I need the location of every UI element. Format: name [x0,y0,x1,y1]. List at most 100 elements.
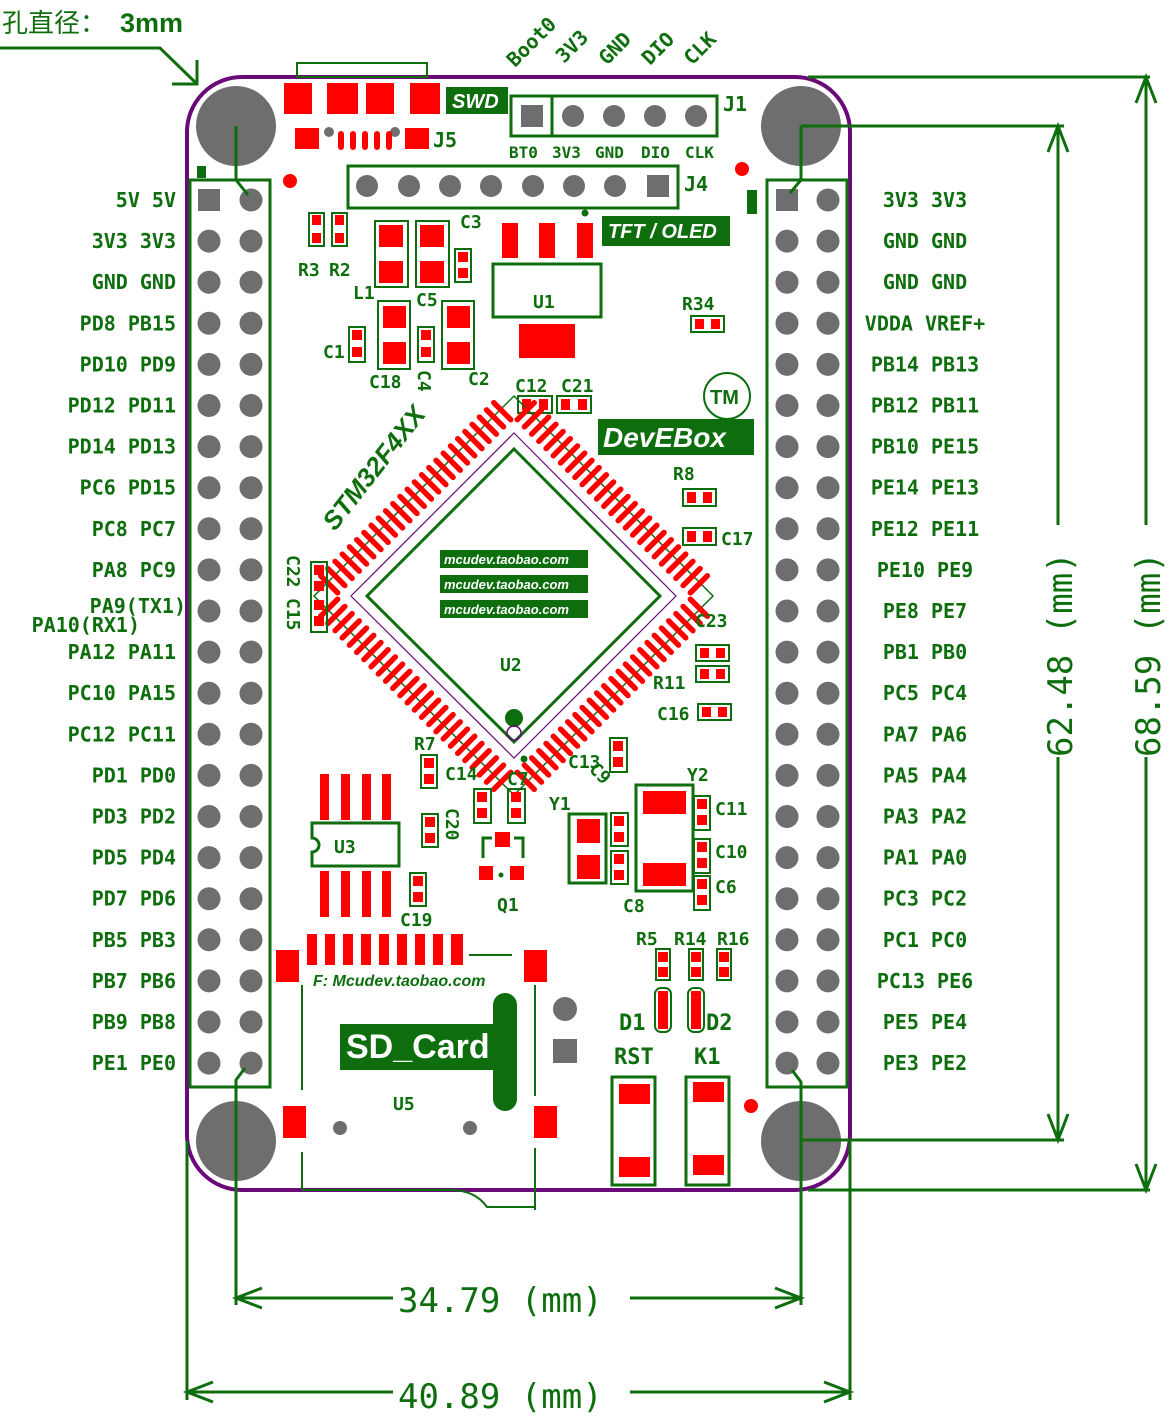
left-pin-label: PC8 PC7 [92,517,176,541]
mcu-pin [536,421,559,445]
left-pin-label: PA8 PC9 [92,558,176,582]
y2-ref: Y2 [687,765,709,786]
mcu-u2: C12 C21 STM32F4XX mcudev.taobao.com mcud… [312,376,715,797]
header-pin [239,352,263,376]
mcu-pin [440,719,464,742]
header-pin [197,599,221,623]
left-pin-label: PD5 PD4 [92,846,176,870]
c20-ref: C20 [441,808,462,841]
tft-oled-badge [602,216,730,246]
mcu-pin [411,690,435,713]
c23-ref: C23 [695,611,728,632]
header-pin [816,681,840,705]
mcu-pin [368,646,391,670]
header-pin [816,846,840,870]
c6-ref: C6 [715,877,737,898]
left-pin-label: PC12 PC11 [68,722,176,746]
mcu-pin [644,639,667,663]
mcu-pin [680,603,703,627]
left-pin-label: 3V3 3V3 [92,229,176,253]
header-pin [197,887,221,911]
right-pin-label: PC1 PC0 [883,928,967,952]
mcu-pin [339,618,363,641]
r34-ref: R34 [682,294,715,315]
header-pin [816,394,840,417]
mcu-pin [665,551,689,574]
j4-ref: J4 [684,172,708,196]
header-pin [197,229,221,253]
header-pin [197,270,221,294]
right-pin-label: PA5 PA4 [883,763,967,787]
mcu-pin [317,596,341,619]
header-pin [816,640,840,664]
right-pin-label: VDDA VREF+ [865,311,985,335]
left-pin-label: PD1 PD0 [92,763,176,787]
l1-ref: L1 [353,283,375,304]
c3-ref: C3 [460,212,482,233]
left-pin-label: PC6 PD15 [80,476,176,500]
header-pin [775,1051,799,1075]
url-badge: mcudev.taobao.com [444,602,569,617]
mcu-pin [651,536,675,560]
mcu-pin [658,544,682,567]
left-pin-label: PB5 PB3 [92,928,176,952]
mcu-pin [483,762,507,785]
header-pin [239,229,263,253]
mcu-pin [608,493,631,517]
header-pin [239,558,263,582]
header-pin [775,476,799,500]
lower-components: R7 C14 C7 C13 U3 C20 C19 Q1 [310,734,748,931]
left-pin-label: PB7 PB6 [92,969,176,993]
header-pin [775,805,799,828]
mcu-pin [615,500,638,524]
mcu-pin [346,544,370,567]
mcu-pin [390,500,413,524]
header-pin [816,969,840,993]
reset-button [610,1075,657,1187]
swd-badge [446,87,508,114]
left-pin-label: PA10(RX1) [32,613,140,637]
right-pin-label: PC5 PC4 [883,681,967,705]
mcu-pin [433,457,456,481]
right-pin-label: PE5 PE4 [883,1010,967,1034]
header-pin [816,558,840,582]
header-pin [239,599,263,623]
header-pin [197,435,221,459]
mcu-pin [601,486,624,509]
mcu-pin [469,747,492,771]
mcu-pin [418,472,442,495]
usb-connector-j5: J5 [284,62,457,152]
header-pin [816,722,840,746]
right-pin-label: PB1 PB0 [883,640,967,664]
header-pin [239,722,263,746]
mcu-pin [368,522,391,546]
hole-spacing-y: 62.48 (mm) [1041,552,1081,757]
mcu-pin [426,704,449,728]
mcu-pin [629,654,653,677]
mcu-pin [622,661,646,684]
c15-ref: C15 [282,598,303,631]
left-pin-label: PA9(TX1) [90,594,186,618]
brand-name: DevEBox [603,422,727,453]
mcu-pin [680,565,703,589]
r14-ref: R14 [674,929,707,950]
mcu-pin [651,632,675,656]
mcu-pin [514,399,537,423]
mcu-pin [404,486,427,509]
mcu-pin [579,464,602,488]
header-pin [816,763,840,787]
header-pin [239,517,263,541]
trademark-mark: TM [710,387,739,409]
mcu-pin [673,610,696,634]
mcu-pin [557,726,581,749]
mcu-pin [593,690,617,713]
mcu-pin [521,407,545,430]
header-pin [816,1010,840,1034]
c19-ref: C19 [400,910,433,931]
mcu-pin [325,603,348,627]
j1-ref: J1 [723,92,747,116]
q1-ref: Q1 [497,895,519,916]
mcu-pin [608,675,631,699]
